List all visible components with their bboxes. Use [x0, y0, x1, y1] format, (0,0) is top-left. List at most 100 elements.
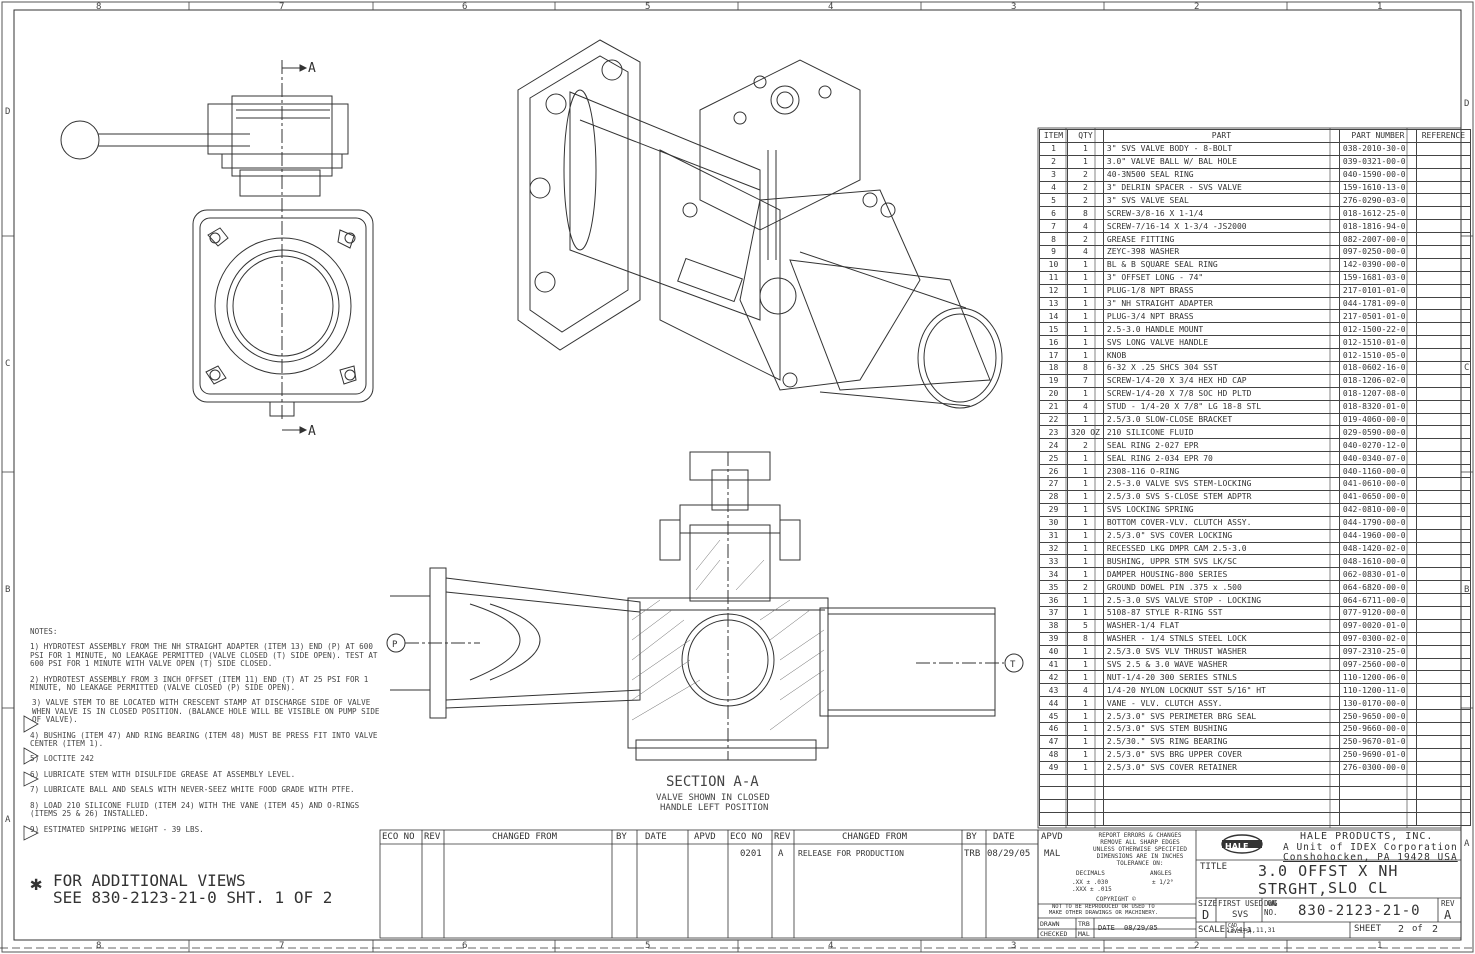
bom-item: 35: [1039, 580, 1068, 595]
bom-part: 2.5-3.0 SVS VALVE STOP - LOCKING: [1102, 593, 1340, 607]
bom-item: 7: [1039, 219, 1068, 234]
section-view: T P: [386, 451, 1024, 761]
bom-part-number: 097-2560-00-0: [1338, 657, 1417, 672]
bom-qty: 1: [1067, 567, 1104, 582]
bom-empty-cell: [1102, 812, 1340, 827]
bom-part-number: 110-1200-06-0: [1338, 670, 1417, 685]
company-name: HALE PRODUCTS, INC.: [1300, 831, 1434, 842]
bom-qty: 1: [1067, 644, 1104, 659]
bom-qty: 1: [1067, 141, 1104, 156]
bom-item: 47: [1039, 734, 1068, 749]
title-line1: 3.0 OFFST X NH STRGHT,: [1258, 862, 1399, 898]
bom-reference: [1415, 232, 1471, 247]
bom-part: 2308-116 O-RING: [1102, 464, 1340, 479]
asterisk-icon: ✱: [30, 871, 42, 895]
bom-part-number: 044-1960-00-0: [1338, 528, 1417, 543]
bom-part: PLUG-3/4 NPT BRASS: [1102, 309, 1340, 324]
bom-part: 2.5/3.0" SVS PERIMETER BRG SEAL: [1102, 709, 1340, 723]
zone-label-top: 1: [1377, 2, 1382, 12]
tol-angles: ANGLES: [1150, 870, 1172, 877]
rev-header-apvd-2: APVD: [1041, 832, 1063, 842]
bom-item: 49: [1039, 760, 1068, 775]
bom-qty: 1: [1067, 283, 1104, 298]
scale-value: 3/4=1: [1230, 926, 1252, 934]
bom-item: 32: [1039, 541, 1068, 556]
bom-item: 22: [1039, 412, 1068, 427]
zone-label-top: 3: [1011, 2, 1016, 12]
bom-part-number: 250-9660-00-0: [1338, 721, 1417, 736]
bom-qty: 7: [1067, 373, 1104, 388]
drawn-by: TRB: [1078, 920, 1090, 928]
bom-qty: 8: [1067, 361, 1104, 375]
bom-reference: [1415, 412, 1471, 427]
bom-part-number: 038-2010-30-0: [1338, 141, 1417, 156]
rev-header-date: DATE: [645, 832, 667, 842]
tol-decimals: DECIMALS: [1076, 870, 1105, 877]
bom-reference: [1415, 683, 1471, 698]
bom-item: 41: [1039, 657, 1068, 672]
bom-part: SVS LOCKING SPRING: [1102, 502, 1340, 517]
bom-qty: 1: [1067, 721, 1104, 736]
bom-reference: [1415, 709, 1471, 723]
note-flags: [23, 715, 39, 841]
bom-part-number: 012-1510-01-0: [1338, 335, 1417, 350]
sheet-of: of: [1412, 924, 1423, 934]
bom-part: SCREW-7/16-14 X 1-3/4 -JS2000: [1102, 219, 1340, 234]
sheet-total: 2: [1432, 924, 1439, 935]
bom-qty: 1: [1067, 335, 1104, 350]
bom-empty-row: [1039, 799, 1471, 814]
bom-item: 26: [1039, 464, 1068, 479]
bom-part: SCREW-1/4-20 X 7/8 SOC HD PLTD: [1102, 386, 1340, 401]
bom-reference: [1415, 747, 1471, 762]
title-label: TITLE: [1200, 862, 1228, 872]
rev-header-apvd: APVD: [694, 832, 716, 842]
bom-reference: [1415, 141, 1471, 156]
bom-item: 6: [1039, 206, 1068, 221]
bom-qty: 1: [1067, 593, 1104, 607]
bom-reference: [1415, 257, 1471, 272]
revision-block: [379, 829, 1039, 939]
bom-qty: 1: [1067, 709, 1104, 723]
sheet-label: SHEET: [1354, 924, 1382, 934]
bom-part-number: 040-0270-12-0: [1338, 438, 1417, 453]
bom-qty: 4: [1067, 245, 1104, 259]
bom-reference: [1415, 154, 1471, 169]
bom-part: 5108-87 STYLE R-RING SST: [1102, 605, 1340, 620]
drawn-date: 08/29/05: [1124, 924, 1158, 932]
section-marker-bottom: A: [308, 424, 316, 439]
bom-qty: 1: [1067, 257, 1104, 272]
bom-item: 36: [1039, 593, 1068, 607]
bom-part: 2.5/3.0 SVS VLV THRUST WASHER: [1102, 644, 1340, 659]
rev-eco: 0201: [740, 849, 762, 859]
bom-item: 29: [1039, 502, 1068, 517]
bom-reference: [1415, 296, 1471, 311]
port-t-callout: [1004, 653, 1024, 673]
bom-part: GREASE FITTING: [1102, 232, 1340, 247]
notes-heading: NOTES:: [30, 627, 58, 636]
bom-part-number: 064-6820-00-0: [1338, 580, 1417, 595]
dwg-label: DWG NO.: [1264, 899, 1278, 917]
bom-item: 48: [1039, 747, 1068, 762]
bom-qty: 1: [1067, 760, 1104, 775]
rev-apvd: MAL: [1044, 849, 1061, 859]
bom-reference: [1415, 245, 1471, 259]
bom-reference: [1415, 502, 1471, 517]
bom-part-number: 012-1510-05-0: [1338, 348, 1417, 363]
drawn-label: DRAWN: [1040, 920, 1060, 928]
bom-header-row: ITEM QTY PART PART NUMBER REFERENCE: [1039, 129, 1471, 143]
bom-part: SEAL RING 2-027 EPR: [1102, 438, 1340, 453]
tol-angle-value: ± 1/2°: [1152, 879, 1174, 886]
bom-reference: [1415, 399, 1471, 414]
bom-item: 43: [1039, 683, 1068, 698]
bom-empty-cell: [1102, 786, 1340, 801]
bom-qty: 2: [1067, 167, 1104, 182]
bom-qty: 4: [1067, 683, 1104, 698]
